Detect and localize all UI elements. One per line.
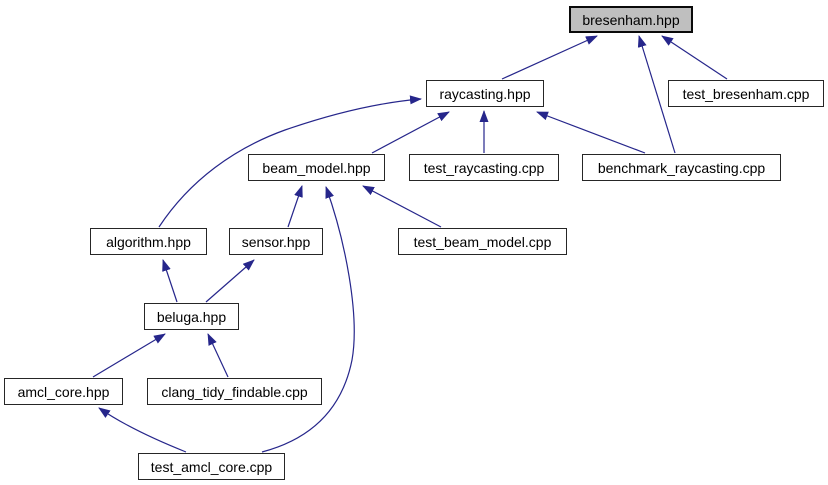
graph-node-test-raycasting-cpp[interactable]: test_raycasting.cpp [409,154,559,181]
graph-node-label: bresenham.hpp [582,11,680,28]
edge-raycasting-hpp-to-bresenham-hpp [501,35,598,80]
graph-node-sensor-hpp[interactable]: sensor.hpp [229,228,323,255]
edge-beam-model-hpp-to-raycasting-hpp [371,111,450,154]
graph-node-label: test_bresenham.cpp [682,85,810,102]
graph-node-label: algorithm.hpp [106,233,191,250]
graph-node-clang-tidy-findable-cpp[interactable]: clang_tidy_findable.cpp [147,378,322,405]
graph-node-label: test_beam_model.cpp [413,233,552,250]
graph-node-amcl-core-hpp[interactable]: amcl_core.hpp [4,378,123,405]
graph-node-label: sensor.hpp [241,233,311,250]
edge-benchmark-raycasting-cpp-to-raycasting-hpp [536,111,646,154]
edge-test-amcl-core-cpp-to-beam-model-hpp [261,186,355,453]
graph-node-label: raycasting.hpp [439,85,531,102]
graph-node-label: test_amcl_core.cpp [150,458,273,475]
graph-node-label: beam_model.hpp [262,159,371,176]
edge-amcl-core-hpp-to-beluga-hpp [92,333,166,378]
edge-beluga-hpp-to-sensor-hpp [205,259,255,303]
graph-node-algorithm-hpp[interactable]: algorithm.hpp [90,228,207,255]
graph-node-label: test_raycasting.cpp [423,159,545,176]
graph-node-test-bresenham-cpp[interactable]: test_bresenham.cpp [668,80,824,107]
graph-node-test-beam-model-cpp[interactable]: test_beam_model.cpp [398,228,567,255]
edge-sensor-hpp-to-beam-model-hpp [287,185,303,228]
edge-algorithm-hpp-to-raycasting-hpp [158,95,422,228]
graph-node-test-amcl-core-cpp[interactable]: test_amcl_core.cpp [138,453,285,480]
edge-benchmark-raycasting-cpp-to-bresenham-hpp [637,35,676,154]
graph-node-label: amcl_core.hpp [17,383,110,400]
edge-beluga-hpp-to-algorithm-hpp [162,259,178,303]
graph-node-label: beluga.hpp [156,308,227,325]
graph-node-beluga-hpp[interactable]: beluga.hpp [144,303,239,330]
graph-node-bresenham-hpp[interactable]: bresenham.hpp [569,6,693,33]
edge-test-bresenham-cpp-to-bresenham-hpp [661,35,728,80]
graph-node-raycasting-hpp[interactable]: raycasting.hpp [426,80,544,107]
edge-test-amcl-core-cpp-to-amcl-core-hpp [98,407,187,453]
edge-clang-tidy-findable-cpp-to-beluga-hpp [207,333,229,378]
graph-node-beam-model-hpp[interactable]: beam_model.hpp [248,154,385,181]
graph-node-benchmark-raycasting-cpp[interactable]: benchmark_raycasting.cpp [582,154,781,181]
graph-node-label: clang_tidy_findable.cpp [161,383,308,400]
graph-node-label: benchmark_raycasting.cpp [597,159,766,176]
edge-test-beam-model-cpp-to-beam-model-hpp [362,185,442,228]
